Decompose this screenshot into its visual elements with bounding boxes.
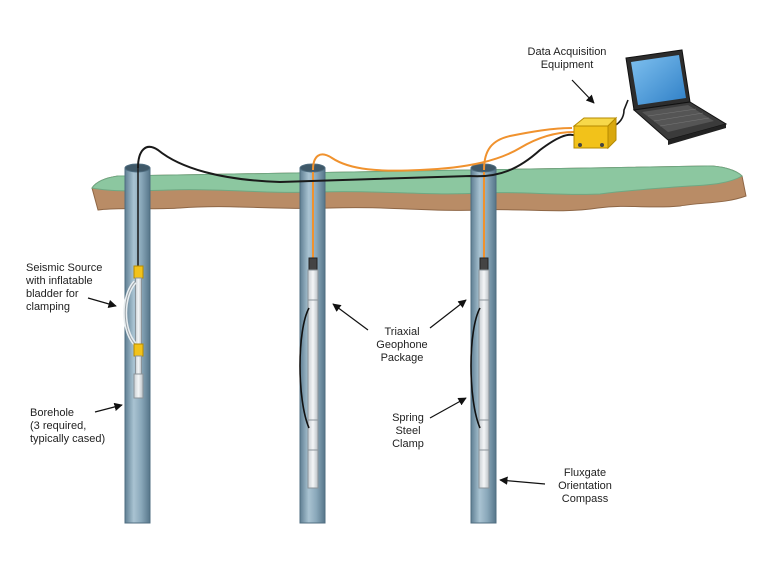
spring-clamp-middle (299, 307, 310, 429)
orange-cable-middle (312, 131, 575, 172)
label-seismic-source: Seismic Source with inflatable bladder f… (26, 262, 103, 313)
label-spring-steel-clamp: Spring Steel Clamp (392, 412, 424, 450)
ground (91, 165, 747, 212)
arrow-data-acquisition (571, 79, 595, 104)
arrow-seismic-source (87, 297, 117, 308)
laptop-icon (625, 49, 728, 145)
label-fluxgate-compass: Fluxgate Orientation Compass (558, 467, 612, 505)
arrow-fluxgate (499, 476, 546, 485)
arrow-triaxial-middle (332, 303, 369, 331)
pointer-arrows (87, 79, 595, 485)
label-data-acquisition: Data Acquisition Equipment (527, 46, 607, 71)
arrow-triaxial-right (429, 299, 467, 329)
orange-cable-right (483, 127, 573, 171)
geophone-middle (299, 172, 319, 489)
geophone-right (470, 172, 490, 489)
arrow-borehole (94, 402, 123, 413)
junction-box-icon (572, 116, 618, 150)
black-cable-source (137, 133, 577, 184)
arrow-spring-clamp (429, 397, 467, 419)
label-borehole: Borehole (3 required, typically cased) (30, 407, 106, 445)
seismic-source (123, 168, 144, 399)
label-triaxial-geophone: Triaxial Geophone Package (376, 326, 428, 364)
spring-clamp-right (470, 307, 481, 429)
ground-grass (91, 165, 743, 195)
